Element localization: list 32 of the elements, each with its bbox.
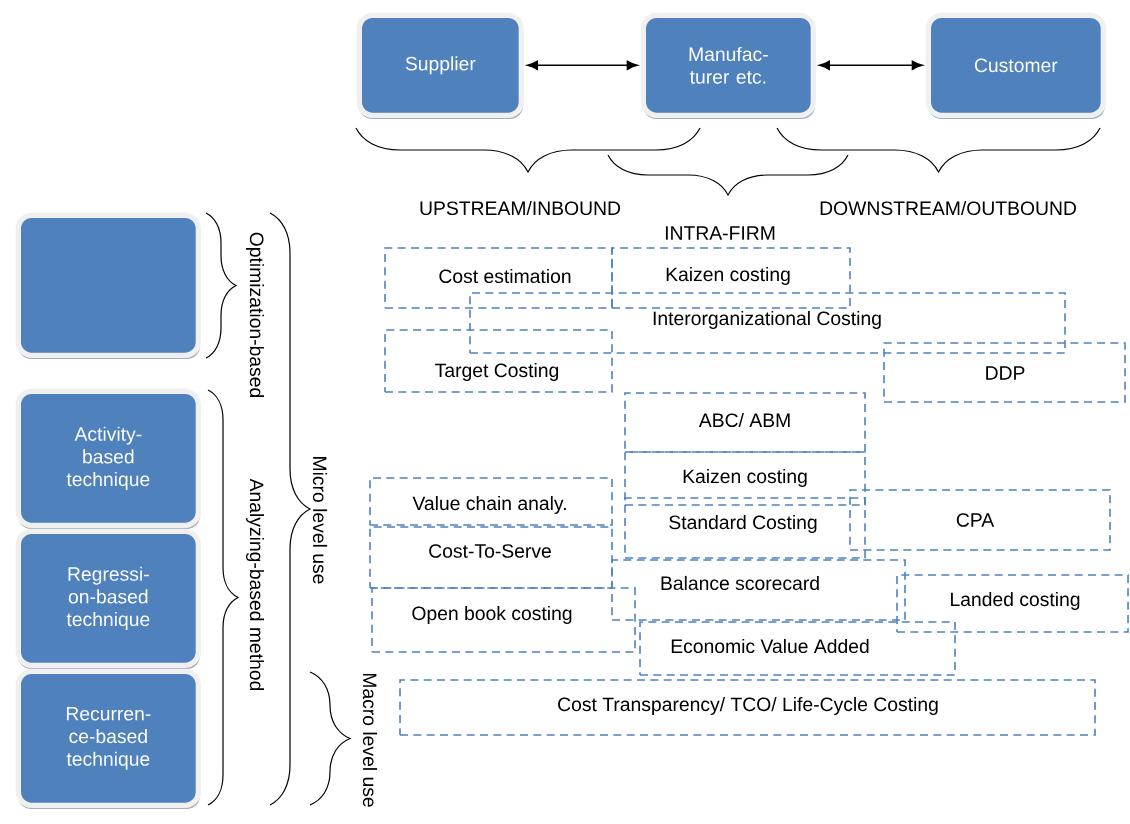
- category-label: Micro level use: [312, 457, 328, 584]
- method-box: Balance scorecard: [611, 559, 906, 621]
- method-box: Interorganizational Costing: [469, 292, 1066, 354]
- process-box: Supplier: [356, 12, 524, 119]
- method-box: Economic Value Added: [639, 621, 956, 676]
- method-box: Kaizen costing: [611, 247, 851, 309]
- category-label: DOWNSTREAM/OUTBOUND: [820, 200, 1076, 216]
- method-box: Cost estimation: [384, 247, 613, 309]
- method-box: ABC/ ABM: [624, 392, 866, 453]
- arrow: [527, 60, 638, 70]
- category-label: Analyzing-based method: [246, 478, 264, 691]
- method-box: CPA: [849, 489, 1111, 551]
- category-label: UPSTREAM/INBOUND: [420, 200, 621, 216]
- arrow: [819, 60, 923, 70]
- method-box: Kaizen costing: [624, 451, 866, 506]
- method-box: DDP: [883, 342, 1126, 403]
- method-box: Landed costing: [896, 574, 1129, 633]
- process-box: Activity- based technique: [15, 388, 201, 529]
- method-box: Value chain analy.: [369, 477, 613, 526]
- method-box: Target Costing: [384, 329, 613, 393]
- method-box: Open book costing: [371, 587, 636, 653]
- method-box: Cost Transparency/ TCO/ Life-Cycle Costing: [399, 679, 1096, 736]
- method-box: Standard Costing: [624, 497, 866, 559]
- process-box: Recurren- ce-based technique: [15, 668, 201, 809]
- process-box: Manufac- turer etc.: [640, 12, 816, 119]
- category-label: INTRA-FIRM: [665, 226, 775, 240]
- process-box: Customer: [925, 12, 1106, 119]
- method-box: Cost-To-Serve: [369, 526, 613, 589]
- process-box: Regressi- on-based technique: [15, 528, 201, 669]
- process-box: [15, 212, 201, 359]
- category-label: Optimization-based: [246, 232, 264, 397]
- category-label: Macro level use: [362, 673, 378, 807]
